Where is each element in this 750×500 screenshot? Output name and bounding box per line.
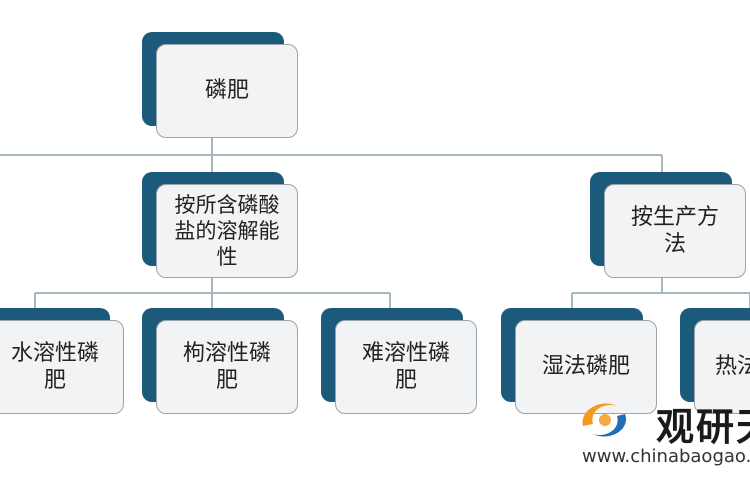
node-card: 枸溶性磷肥 <box>156 320 298 414</box>
node-leaf-insoluble: 难溶性磷肥 <box>321 308 477 414</box>
node-root: 磷肥 <box>142 32 298 138</box>
node-card: 难溶性磷肥 <box>335 320 477 414</box>
node-leaf-thermal-process: 热法 <box>680 308 750 414</box>
watermark-url: www.chinabaogao.com <box>582 446 750 467</box>
node-card: 按生产方法 <box>604 184 746 278</box>
node-card: 热法 <box>694 320 750 414</box>
node-branch-production: 按生产方法 <box>590 172 746 278</box>
node-branch-solubility-label: 按所含磷酸盐的溶解能性 <box>174 192 280 270</box>
watermark-brand: 观研天 <box>656 405 750 449</box>
node-leaf-citrate-soluble-label: 枸溶性磷肥 <box>182 340 271 394</box>
node-leaf-insoluble-label: 难溶性磷肥 <box>361 340 450 394</box>
node-leaf-thermal-process-label: 热法 <box>715 354 750 380</box>
node-card: 水溶性磷肥 <box>0 320 124 414</box>
node-leaf-water-soluble: 水溶性磷肥 <box>0 308 124 414</box>
node-branch-solubility: 按所含磷酸盐的溶解能性 <box>142 172 298 278</box>
node-leaf-wet-process: 湿法磷肥 <box>501 308 657 414</box>
node-branch-production-label: 按生产方法 <box>630 204 719 258</box>
node-root-label: 磷肥 <box>204 78 249 104</box>
node-leaf-wet-process-label: 湿法磷肥 <box>541 354 630 380</box>
node-card: 湿法磷肥 <box>515 320 657 414</box>
node-card: 按所含磷酸盐的溶解能性 <box>156 184 298 278</box>
node-leaf-citrate-soluble: 枸溶性磷肥 <box>142 308 298 414</box>
node-card: 磷肥 <box>156 44 298 138</box>
node-leaf-water-soluble-label: 水溶性磷肥 <box>10 340 99 394</box>
watermark-logo-icon <box>582 403 627 437</box>
